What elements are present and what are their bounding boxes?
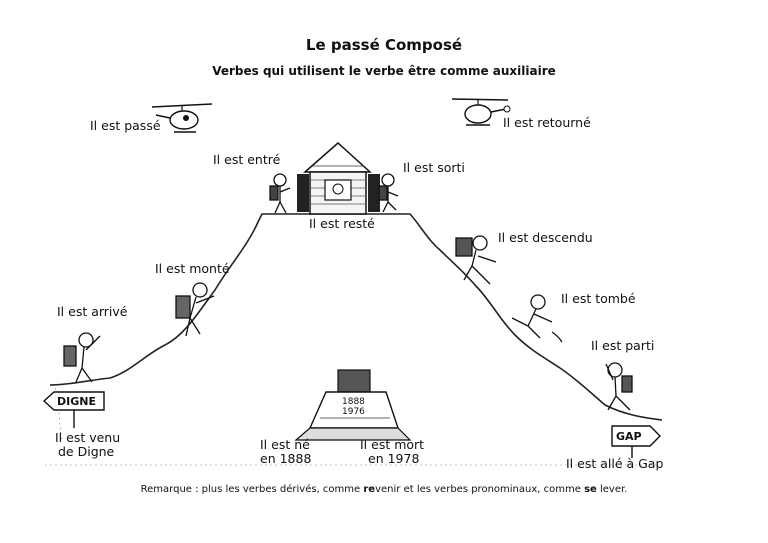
label-passe: Il est passé xyxy=(90,118,161,133)
helicopter-icon-left xyxy=(151,103,213,133)
label-arrive: Il est arrivé xyxy=(57,304,128,319)
tomb-year-birth: 1888 xyxy=(342,397,365,407)
digne-sign-icon xyxy=(42,391,105,428)
house-icon xyxy=(297,141,380,215)
hiker-parti-icon xyxy=(605,362,633,411)
label-entre: Il est entré xyxy=(213,152,281,167)
remark-part3: lever. xyxy=(596,484,628,495)
remark-note: Remarque : plus les verbes dérivés, comm… xyxy=(0,484,768,495)
tomb-year-death: 1976 xyxy=(342,407,365,417)
label-sorti: Il est sorti xyxy=(403,160,465,175)
label-ne: Il est né en 1888 xyxy=(260,438,311,466)
remark-bold-re: re xyxy=(363,484,376,495)
label-alle: Il est allé à Gap xyxy=(566,456,664,471)
digne-sign-text: DIGNE xyxy=(57,395,96,408)
page-subtitle: Verbes qui utilisent le verbe être comme… xyxy=(212,64,556,78)
hiker-sorti-icon xyxy=(378,173,399,213)
label-mort: Il est mort en 1978 xyxy=(360,438,424,466)
label-monte: Il est monté xyxy=(155,261,230,276)
label-mort-line1: Il est mort xyxy=(360,437,425,452)
label-venu-line1: Il est venu xyxy=(55,430,121,445)
page-title: Le passé Composé xyxy=(305,36,463,54)
label-retourne: Il est retourné xyxy=(503,115,591,130)
label-ne-line2: en 1888 xyxy=(260,451,312,466)
remark-part1: Remarque : plus les verbes dérivés, comm… xyxy=(140,484,364,495)
label-tombe: Il est tombé xyxy=(561,291,636,306)
hiker-monte-icon xyxy=(175,282,215,337)
label-venu-line2: de Digne xyxy=(58,444,115,459)
label-descendu: Il est descendu xyxy=(498,230,593,245)
label-venu: Il est venu de Digne xyxy=(55,431,120,459)
hiker-entre-icon xyxy=(269,173,291,214)
helicopter-icon-right xyxy=(451,98,511,126)
hiker-tombe-icon xyxy=(511,294,563,343)
label-parti: Il est parti xyxy=(591,338,655,353)
hiker-arrive-icon xyxy=(63,332,101,383)
hiker-descendu-icon xyxy=(455,235,497,285)
label-ne-line1: Il est né xyxy=(260,437,310,452)
label-reste: Il est resté xyxy=(309,216,375,231)
mountain-outline xyxy=(49,213,663,421)
remark-part2: venir et les verbes pronominaux, comme xyxy=(375,484,585,495)
remark-bold-se: se xyxy=(584,484,597,495)
tomb-icon xyxy=(294,369,412,441)
gap-sign-icon xyxy=(611,425,661,458)
gap-sign-text: GAP xyxy=(616,430,642,443)
label-mort-line2: en 1978 xyxy=(368,451,420,466)
